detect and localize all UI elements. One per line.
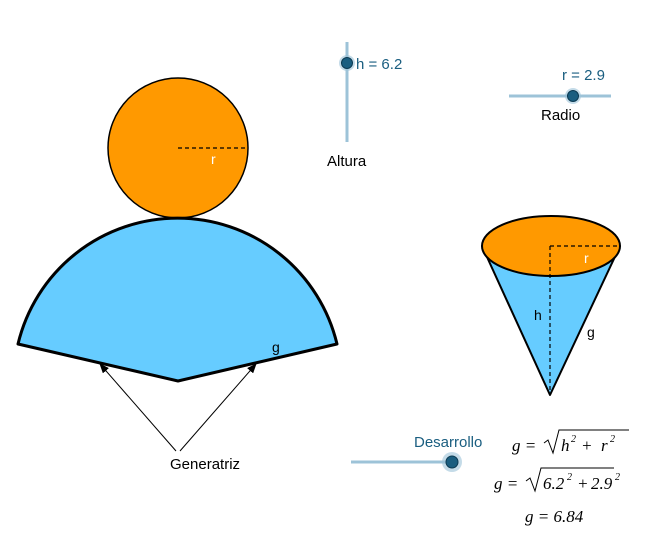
formula2-plus: + bbox=[577, 474, 588, 493]
altura-caption: Altura bbox=[327, 153, 367, 170]
formula2-b-exp: 2 bbox=[615, 472, 620, 483]
circle-radius-label: r bbox=[211, 151, 216, 167]
desarrollo-slider-handle[interactable] bbox=[445, 455, 459, 469]
formula1-r: r bbox=[601, 436, 608, 455]
cone-height-label: h bbox=[534, 307, 542, 323]
formula-line-3: g = 6.84 bbox=[525, 507, 584, 526]
formula-line-2: g = 6.2 2 + 2.9 2 bbox=[494, 467, 620, 493]
formula1-h-exp: 2 bbox=[571, 434, 576, 445]
sector-g-label: g bbox=[272, 339, 280, 355]
altura-slider[interactable] bbox=[339, 42, 355, 142]
formula2-lhs: g = bbox=[494, 474, 518, 493]
formula2-a-exp: 2 bbox=[567, 472, 572, 483]
radio-slider-handle[interactable] bbox=[567, 90, 579, 102]
formula1-sqrt-sign bbox=[543, 429, 629, 455]
generatriz-arrow-right bbox=[179, 363, 257, 452]
radio-slider[interactable] bbox=[509, 88, 611, 104]
generatriz-arrow-left bbox=[99, 363, 177, 452]
formula2-a: 6.2 bbox=[543, 474, 565, 493]
lateral-sector bbox=[16, 216, 339, 383]
formula1-lhs: g = bbox=[512, 436, 536, 455]
formula-line-1: g = h 2 + r 2 bbox=[512, 429, 629, 455]
cone-slant-label: g bbox=[587, 324, 595, 340]
formula2-sqrt-sign bbox=[525, 467, 614, 493]
desarrollo-caption: Desarrollo bbox=[414, 434, 482, 451]
desarrollo-slider[interactable] bbox=[351, 452, 462, 472]
formula1-plus: + bbox=[581, 436, 592, 455]
radio-value-label: r = 2.9 bbox=[562, 67, 605, 84]
formula2-b: 2.9 bbox=[591, 474, 613, 493]
formula1-h: h bbox=[561, 436, 570, 455]
altura-value-label: h = 6.2 bbox=[356, 56, 402, 73]
altura-slider-handle[interactable] bbox=[341, 57, 353, 69]
radio-caption: Radio bbox=[541, 107, 580, 124]
generatriz-label: Generatriz bbox=[170, 456, 240, 473]
cone-radius-label: r bbox=[584, 250, 589, 266]
formula1-r-exp: 2 bbox=[610, 434, 615, 445]
